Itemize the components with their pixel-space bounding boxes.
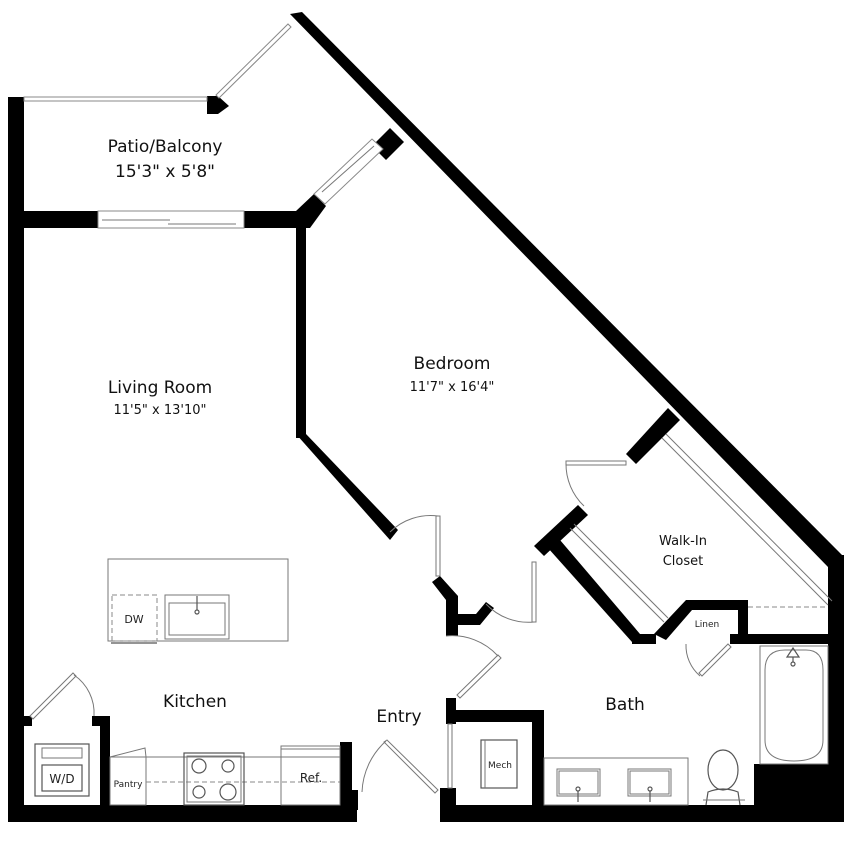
bedroom-door[interactable] [435, 515, 441, 577]
walk-in-closet-label-2: Closet [663, 554, 704, 569]
bath-fixtures [480, 645, 829, 806]
fixture-labels: DW W/D Pantry Ref. Mech Linen [49, 613, 719, 790]
closet-shelves [569, 433, 833, 623]
walls [8, 12, 844, 822]
bath-door[interactable] [531, 561, 537, 623]
patio-label: Patio/Balcony [108, 137, 223, 157]
dishwasher-label: DW [124, 613, 143, 626]
kitchen-island [107, 558, 289, 644]
bedroom-dims: 11'7" x 16'4" [410, 380, 495, 395]
bath-label: Bath [605, 695, 645, 715]
living-room-label: Living Room [108, 378, 212, 398]
washer-dryer-label: W/D [49, 772, 74, 786]
doors [29, 460, 732, 794]
mech-door[interactable] [447, 723, 453, 789]
mech-label: Mech [488, 761, 512, 771]
closet-door[interactable] [565, 460, 627, 466]
washer-dryer [34, 743, 90, 797]
corridor-door[interactable] [456, 654, 502, 699]
linen-label: Linen [695, 620, 719, 630]
walk-in-closet-label-1: Walk-In [659, 534, 707, 549]
kitchen-counter [109, 745, 341, 806]
room-labels: Patio/Balcony 15'3" x 5'8" Bedroom 11'7"… [108, 137, 707, 727]
linen-door[interactable] [698, 643, 732, 677]
patio-dims: 15'3" x 5'8" [115, 162, 215, 182]
kitchen-label: Kitchen [163, 692, 227, 712]
refrigerator-label: Ref. [300, 771, 322, 785]
pantry-label: Pantry [114, 780, 143, 790]
windows [23, 23, 384, 229]
living-room-dims: 11'5" x 13'10" [114, 403, 207, 418]
front-door[interactable] [383, 739, 439, 794]
bedroom-label: Bedroom [414, 354, 491, 374]
entry-label: Entry [376, 707, 421, 727]
laundry-door[interactable] [29, 672, 77, 720]
